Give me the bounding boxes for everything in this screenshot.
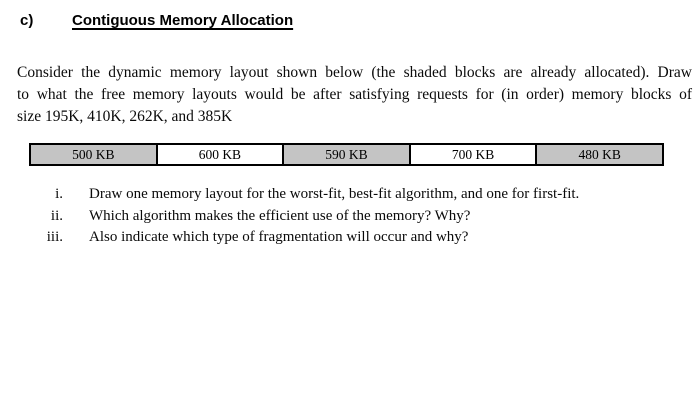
question-text: Which algorithm makes the efficient use …: [89, 207, 471, 224]
question-item: ii. Which algorithm makes the efficient …: [0, 206, 680, 228]
statement-line: to what the free memory layouts would be…: [17, 86, 692, 103]
question-numeral: i.: [55, 186, 63, 202]
problem-statement: Consider the dynamic memory layout shown…: [17, 62, 692, 128]
memory-block-480kb: 480 KB: [535, 145, 662, 164]
memory-layout-table: 500 KB 600 KB 590 KB 700 KB 480 KB: [29, 143, 664, 166]
memory-block-500kb: 500 KB: [31, 145, 156, 164]
question-numeral: ii.: [50, 207, 63, 224]
question-list: i. Draw one memory layout for the worst-…: [0, 184, 680, 249]
question-text: Draw one memory layout for the worst-fit…: [89, 186, 580, 202]
memory-block-590kb: 590 KB: [282, 145, 409, 164]
question-text: Also indicate which type of fragmentatio…: [89, 229, 469, 245]
statement-line: size 195K, 410K, 262K, and 385K: [17, 108, 233, 125]
section-label: c): [20, 12, 34, 29]
memory-block-600kb: 600 KB: [155, 145, 283, 164]
question-numeral: iii.: [46, 229, 63, 245]
section-title: Contiguous Memory Allocation: [72, 12, 294, 29]
statement-line: Consider the dynamic memory layout shown…: [17, 64, 692, 81]
question-item: i. Draw one memory layout for the worst-…: [0, 184, 680, 206]
memory-block-700kb: 700 KB: [408, 145, 536, 164]
question-item: iii. Also indicate which type of fragmen…: [0, 227, 680, 249]
